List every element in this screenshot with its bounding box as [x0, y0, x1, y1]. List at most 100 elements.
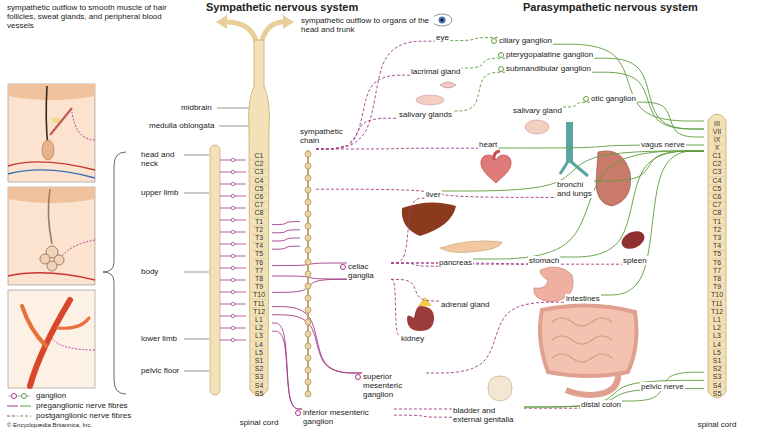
- segment-label: C1: [713, 152, 722, 159]
- cord-segment: S3: [704, 373, 730, 381]
- outflow-arrow: [261, 22, 284, 44]
- node-text: superior mesenteric ganglion: [363, 372, 425, 400]
- text-label: lower limb: [140, 334, 182, 343]
- organ-label: bronchi and lungs: [556, 180, 594, 198]
- node-text: sympathetic chain: [300, 127, 350, 145]
- outflow-fibre: [231, 290, 235, 294]
- bracket: [103, 152, 126, 394]
- chain-ganglion: [305, 271, 311, 277]
- segment-label: IX: [714, 136, 721, 143]
- node-text: liver: [426, 190, 441, 199]
- node-text: kidney: [401, 334, 424, 343]
- cord-segment: T9: [704, 283, 730, 291]
- chain-ganglion: [305, 151, 311, 157]
- node-text: inferior mesenteric ganglion: [303, 408, 393, 426]
- text-label: head and neck: [140, 150, 182, 168]
- blood-vessel-panel: [8, 290, 95, 388]
- cord-segment: S2: [246, 365, 272, 373]
- segment-label: L1: [713, 316, 721, 323]
- bladder-picture: [488, 376, 512, 401]
- chain-ganglion: [305, 295, 311, 301]
- segment-label: T12: [253, 308, 265, 315]
- segment-label: T11: [253, 300, 265, 307]
- cord-segment: IX: [704, 136, 730, 144]
- segment-label: S1: [255, 357, 264, 364]
- segment-label: X: [715, 144, 720, 151]
- heart-picture: [481, 155, 511, 183]
- cord-segment: L1: [246, 316, 272, 324]
- segment-label: L1: [255, 316, 263, 323]
- kidney-picture: [418, 297, 432, 306]
- outflow-column: [210, 145, 220, 395]
- cord-segment: T7: [246, 267, 272, 275]
- cord-segment: T10: [704, 291, 730, 299]
- cord-segment: L5: [246, 349, 272, 357]
- ganglion-symbol: [583, 96, 589, 102]
- intestine-picture: [566, 372, 618, 395]
- chain-ganglion: [305, 235, 311, 241]
- nerve-fibre: [316, 148, 478, 150]
- outflow-fibre: [231, 254, 235, 258]
- node-text: otic ganglion: [591, 94, 636, 103]
- segment-label: S1: [713, 357, 722, 364]
- sweat-gland-panel: [62, 240, 95, 256]
- cord-segment: S5: [704, 390, 730, 398]
- ganglion-symbol: [498, 66, 504, 72]
- legend-sample: [20, 405, 31, 406]
- cord-segment: S1: [246, 357, 272, 365]
- node-text: heart: [479, 140, 497, 149]
- blood-vessel-panel: [52, 338, 95, 350]
- segment-label: T7: [713, 267, 721, 274]
- segment-label: III: [714, 120, 720, 127]
- nerve-fibre: [563, 102, 590, 107]
- bracket: [103, 152, 126, 394]
- chain-ganglion: [305, 307, 311, 313]
- cord-segment: C3: [704, 168, 730, 176]
- bladder-picture: [488, 376, 512, 401]
- text-label: sympathetic outflow to organs of the hea…: [300, 16, 434, 34]
- cord-segment: T10: [246, 291, 272, 299]
- spleen-picture: [619, 228, 648, 253]
- outflow-fibre: [231, 242, 235, 246]
- intestine-picture: [552, 318, 612, 362]
- chain-ganglion: [305, 163, 311, 169]
- text-label: sympathetic outflow to smooth muscle of …: [6, 3, 186, 31]
- chain-ganglion: [305, 331, 311, 337]
- ganglion-label: inferior mesenteric ganglion: [302, 408, 394, 426]
- segment-label: T3: [713, 234, 721, 241]
- nerve-label: pelvic nerve: [640, 382, 685, 391]
- nerve-fibre: [272, 279, 347, 292]
- node-text: distal colon: [581, 400, 621, 409]
- sweat-gland-panel: [8, 187, 95, 285]
- organ-label: liver: [425, 190, 442, 199]
- organ-label: stomach: [528, 256, 560, 265]
- ganglion-label: pterygopalatine ganglion: [505, 50, 594, 59]
- outflow-fibre: [231, 278, 235, 282]
- cord-segment: C1: [704, 152, 730, 160]
- sweat-gland-panel: [8, 187, 95, 203]
- sweat-gland-panel: [8, 273, 95, 280]
- segment-label: L3: [713, 332, 721, 339]
- leader-line: [184, 339, 209, 340]
- cord-segment: X: [704, 144, 730, 152]
- chain-ganglion: [305, 187, 311, 193]
- segment-label: S4: [255, 382, 264, 389]
- text-label: © Encyclopædia Britannica, Inc.: [6, 422, 93, 429]
- outflow-arrow: [226, 22, 257, 44]
- legend-text: preganglionic nerve fibres: [36, 401, 128, 410]
- eye-picture: [439, 17, 446, 24]
- leader-line: [184, 155, 209, 156]
- segment-label: L4: [713, 341, 721, 348]
- hair-follicle-panel: [8, 84, 95, 182]
- legend-sample: [20, 415, 31, 416]
- leader-line: [184, 371, 209, 372]
- kidney-picture: [407, 297, 434, 331]
- liver-picture: [402, 202, 456, 236]
- chain-ganglion: [305, 379, 311, 385]
- segment-label: S3: [713, 373, 722, 380]
- outflow-fibre: [231, 266, 235, 270]
- segment-label: C8: [713, 209, 722, 216]
- cord-segment: T5: [246, 250, 272, 258]
